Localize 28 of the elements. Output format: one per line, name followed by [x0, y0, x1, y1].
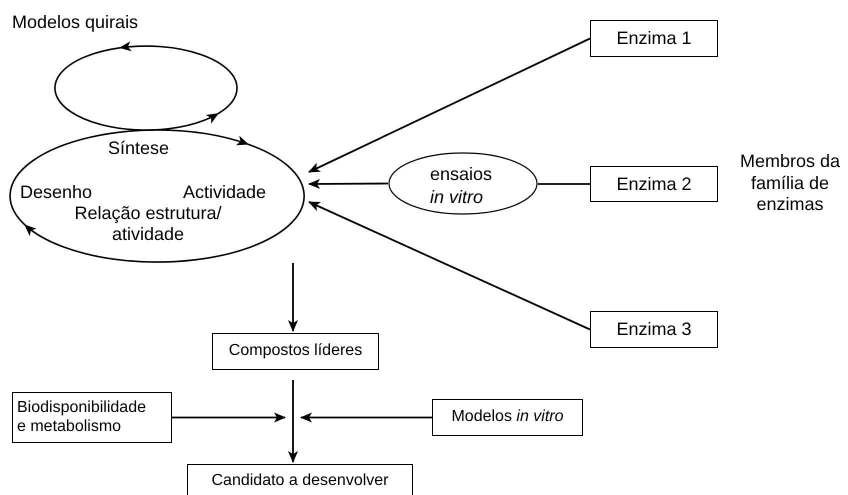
- process-box: [590, 311, 718, 348]
- connector-line: [538, 183, 590, 185]
- heading-text: Modelos quirais: [12, 12, 138, 33]
- process-box: [12, 392, 172, 443]
- box-label: Enzima 3: [616, 319, 692, 340]
- ellipse-label: ensaios in vitro: [430, 163, 494, 208]
- side-note: Membros da família de enzimas: [738, 151, 842, 216]
- process-box: [187, 464, 413, 495]
- cycle-label: Actividade: [183, 182, 266, 203]
- box-label: Modelos in vitro: [451, 408, 564, 427]
- cycle-label: Síntese: [108, 138, 170, 159]
- arrow: [308, 38, 590, 173]
- arrow: [308, 201, 590, 330]
- arrow: [300, 412, 432, 422]
- arrow: [172, 412, 286, 422]
- arrow: [288, 263, 298, 332]
- process-box: [212, 333, 379, 370]
- box-label: Candidato a desenvolver: [211, 472, 388, 490]
- arrow: [308, 178, 388, 189]
- box-label: Biodisponibilidade e metabolismo: [17, 399, 147, 436]
- box-label: Compostos líderes: [228, 342, 362, 361]
- box-label: Enzima 2: [616, 174, 692, 194]
- cycle-label: Desenho: [20, 182, 92, 203]
- arrow: [288, 380, 298, 463]
- box-label: Enzima 1: [616, 28, 692, 49]
- process-box: [590, 20, 718, 57]
- process-box: [432, 399, 583, 436]
- cycle-label: Relação estrutura/ atividade: [73, 203, 223, 244]
